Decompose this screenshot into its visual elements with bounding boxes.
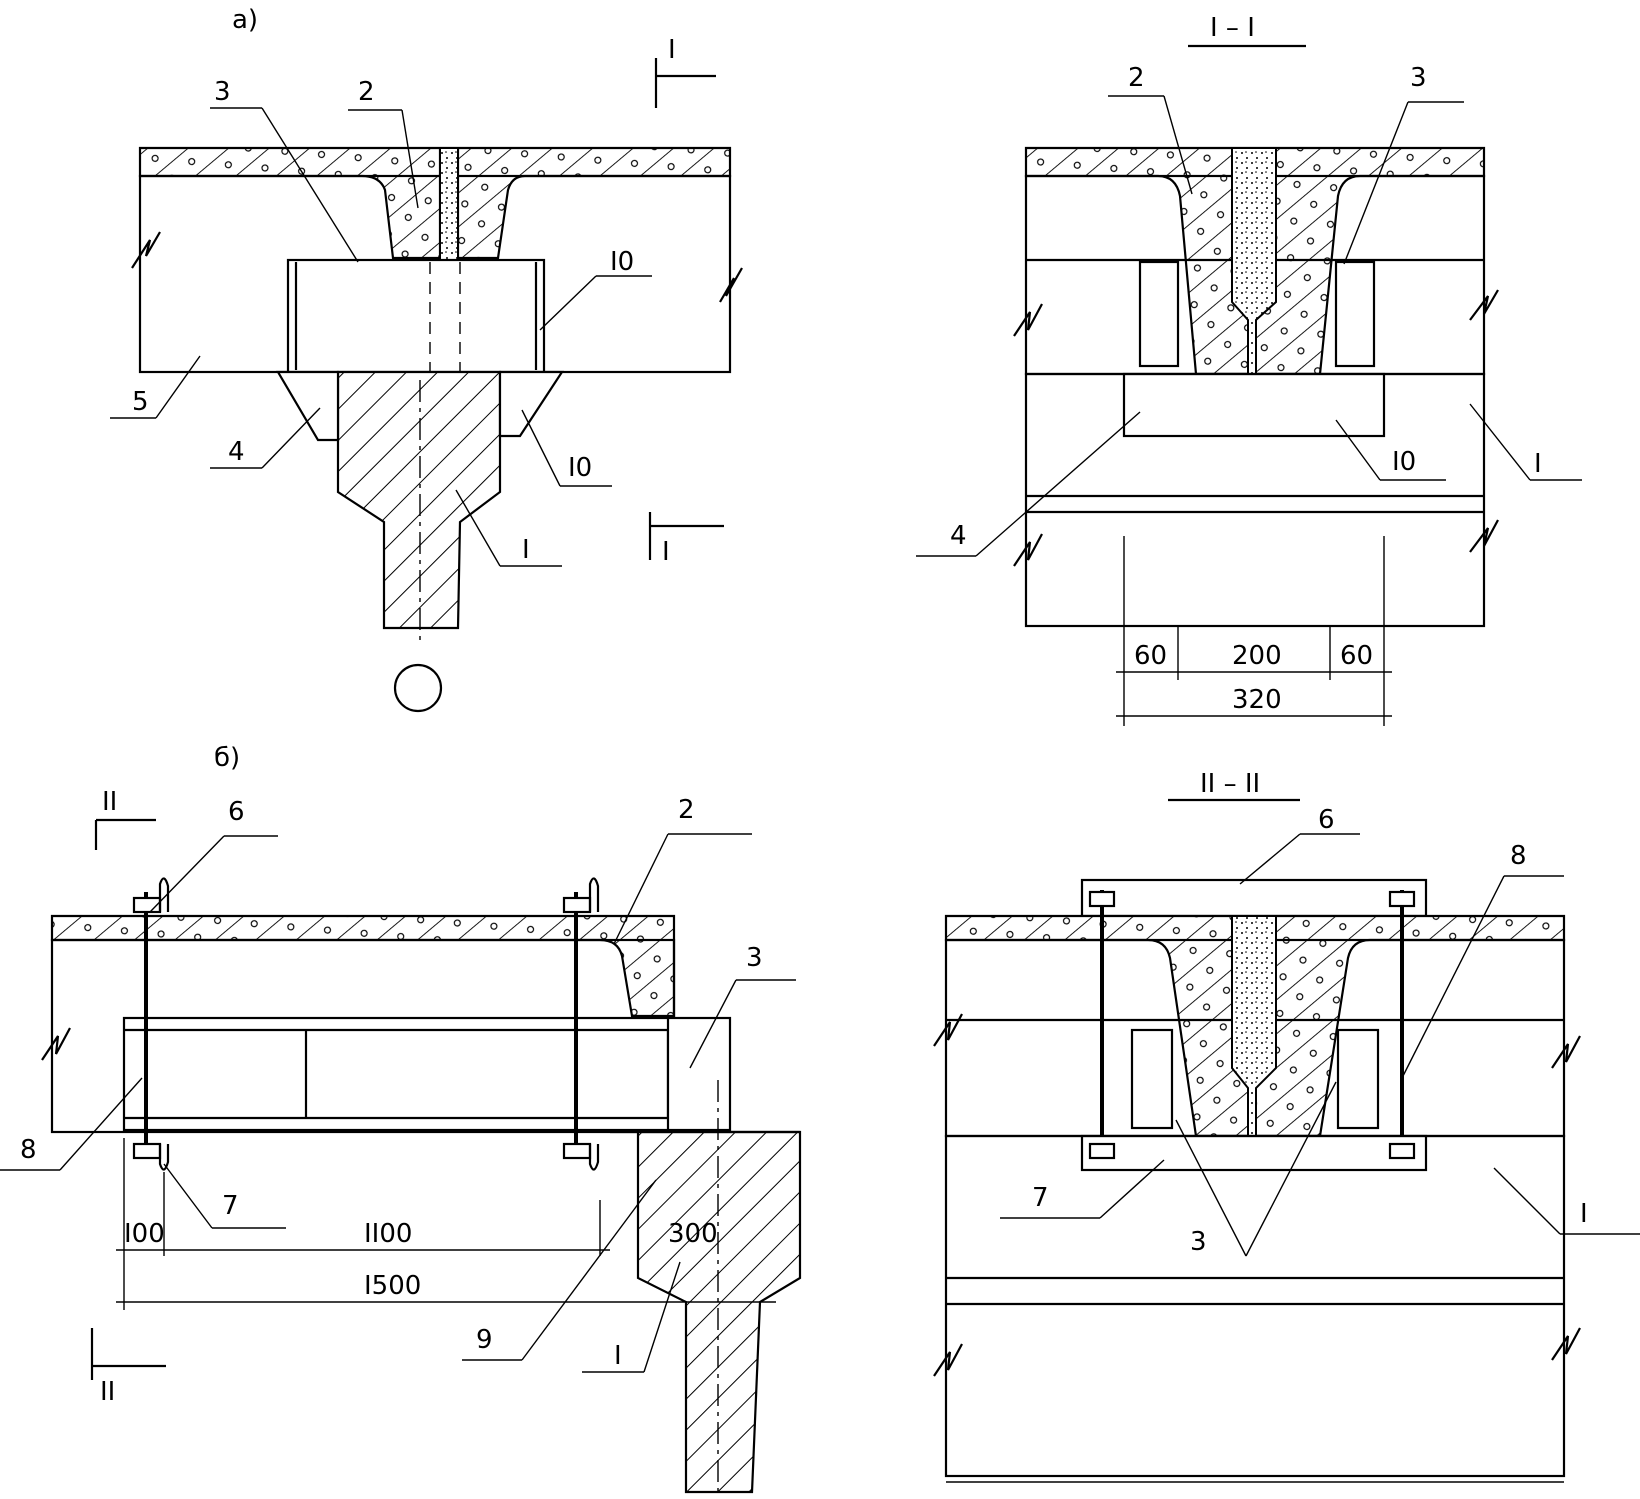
- dim-s1-60-right: 60: [1340, 641, 1373, 671]
- steel-frame-b: [122, 1016, 676, 1132]
- section-mark-bottom-b: II: [100, 1377, 115, 1407]
- section-mark-top-a: I: [668, 35, 676, 65]
- bottom-plate-s2: [1080, 1134, 1428, 1172]
- beam-s1: [1024, 372, 1486, 628]
- label-a-1: I: [522, 535, 530, 565]
- steel-box-a: [286, 258, 546, 374]
- channel-end-b: [666, 1016, 732, 1132]
- joint-filler-a: [439, 147, 459, 261]
- label-b-6: 6: [228, 797, 245, 827]
- view-section-1: I – I 60 200 60 320 2 3: [916, 13, 1582, 726]
- label-b-1: I: [614, 1341, 622, 1371]
- beam-section-b: [636, 1130, 802, 1494]
- label-s2-6: 6: [1318, 805, 1335, 835]
- channel-left-s2: [1130, 1028, 1174, 1130]
- dim-s1-60-left: 60: [1134, 641, 1167, 671]
- section-mark-top-b: II: [102, 787, 117, 817]
- label-b-2: 2: [678, 795, 695, 825]
- plate-s1: [1122, 372, 1386, 438]
- section-2-title: II – II: [1200, 769, 1260, 799]
- bracket-right-a: [498, 370, 565, 438]
- label-s1-2: 2: [1128, 63, 1145, 93]
- dim-b-1100: II00: [364, 1219, 412, 1249]
- view-section-2: II – II 6 8 7 3: [933, 769, 1640, 1483]
- label-b-8: 8: [20, 1135, 37, 1165]
- label-s2-7: 7: [1032, 1183, 1049, 1213]
- dim-s1-200: 200: [1232, 641, 1282, 671]
- label-a-4: 4: [228, 437, 245, 467]
- top-plate-s2: [1080, 878, 1428, 918]
- label-b-7: 7: [222, 1191, 239, 1221]
- view-b-title: б): [214, 743, 240, 773]
- dim-s1-320: 320: [1232, 685, 1282, 715]
- label-s1-3: 3: [1410, 63, 1427, 93]
- channel-left-s1: [1138, 260, 1180, 368]
- dim-b-1500: I500: [364, 1271, 421, 1301]
- dim-b-100: I00: [124, 1219, 165, 1249]
- view-b: б) II II: [0, 743, 802, 1494]
- beam-section-a: [336, 370, 502, 630]
- label-a-5: 5: [132, 387, 149, 417]
- dim-b-300: 300: [668, 1219, 718, 1249]
- label-s2-3: 3: [1190, 1227, 1207, 1257]
- beam-s2: [944, 1134, 1566, 1478]
- label-a-10-top: I0: [610, 247, 634, 277]
- channel-right-s1: [1334, 260, 1376, 368]
- label-s1-1: I: [1534, 449, 1542, 479]
- label-s1-10: I0: [1392, 447, 1416, 477]
- label-a-3: 3: [214, 77, 231, 107]
- section-1-title: I – I: [1210, 13, 1255, 43]
- label-b-3: 3: [746, 943, 763, 973]
- view-a: а) I I 3 2: [110, 5, 743, 713]
- label-b-9: 9: [476, 1325, 493, 1355]
- channel-right-s2: [1336, 1028, 1380, 1130]
- axis-marker-a: [393, 663, 443, 713]
- label-s2-8: 8: [1510, 841, 1527, 871]
- section-mark-bottom-a: I: [662, 537, 670, 567]
- slab-a: [138, 146, 732, 260]
- label-s1-4: 4: [950, 521, 967, 551]
- view-a-title: а): [232, 5, 258, 35]
- bracket-left-a: [276, 370, 340, 442]
- label-s2-1: I: [1580, 1199, 1588, 1229]
- label-a-10-bottom: I0: [568, 453, 592, 483]
- label-a-2: 2: [358, 77, 375, 107]
